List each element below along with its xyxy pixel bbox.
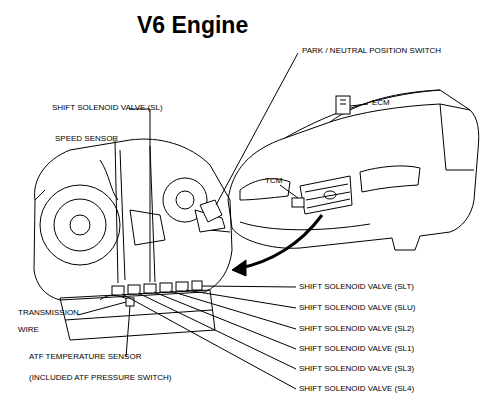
part-label: SHIFT SOLENOID VALVE (SL3) xyxy=(299,364,414,374)
part-label: SHIFT SOLENOID VALVE (SLU) xyxy=(299,303,415,313)
ecm-unit xyxy=(336,96,350,114)
title: V6 Engine xyxy=(137,11,248,39)
part-label: SHIFT SOLENOID VALVE (SL1) xyxy=(299,344,414,354)
part-label: ECM xyxy=(372,98,390,108)
part-label: ATF TEMPERATURE SENSOR xyxy=(29,352,141,362)
part-label: TCM xyxy=(265,176,282,186)
part-label: PARK / NEUTRAL POSITION SWITCH xyxy=(302,46,441,56)
part-label: SHIFT SOLENOID VALVE (SL) xyxy=(52,103,163,113)
part-label: SPEED SENSOR xyxy=(55,134,118,144)
part-label: TRANSMISSION WIRE xyxy=(18,304,80,338)
part-label: SHIFT SOLENOID VALVE (SLT) xyxy=(299,282,414,292)
pointer-arrow xyxy=(240,215,322,268)
part-label: SHIFT SOLENOID VALVE (SL2) xyxy=(299,324,414,334)
part-label: SHIFT SOLENOID VALVE (SL4) xyxy=(299,384,414,394)
tcm-unit xyxy=(292,198,304,207)
part-label: (INCLUDED ATF PRESSURE SWITCH) xyxy=(29,373,172,383)
arrow-head xyxy=(232,260,246,276)
